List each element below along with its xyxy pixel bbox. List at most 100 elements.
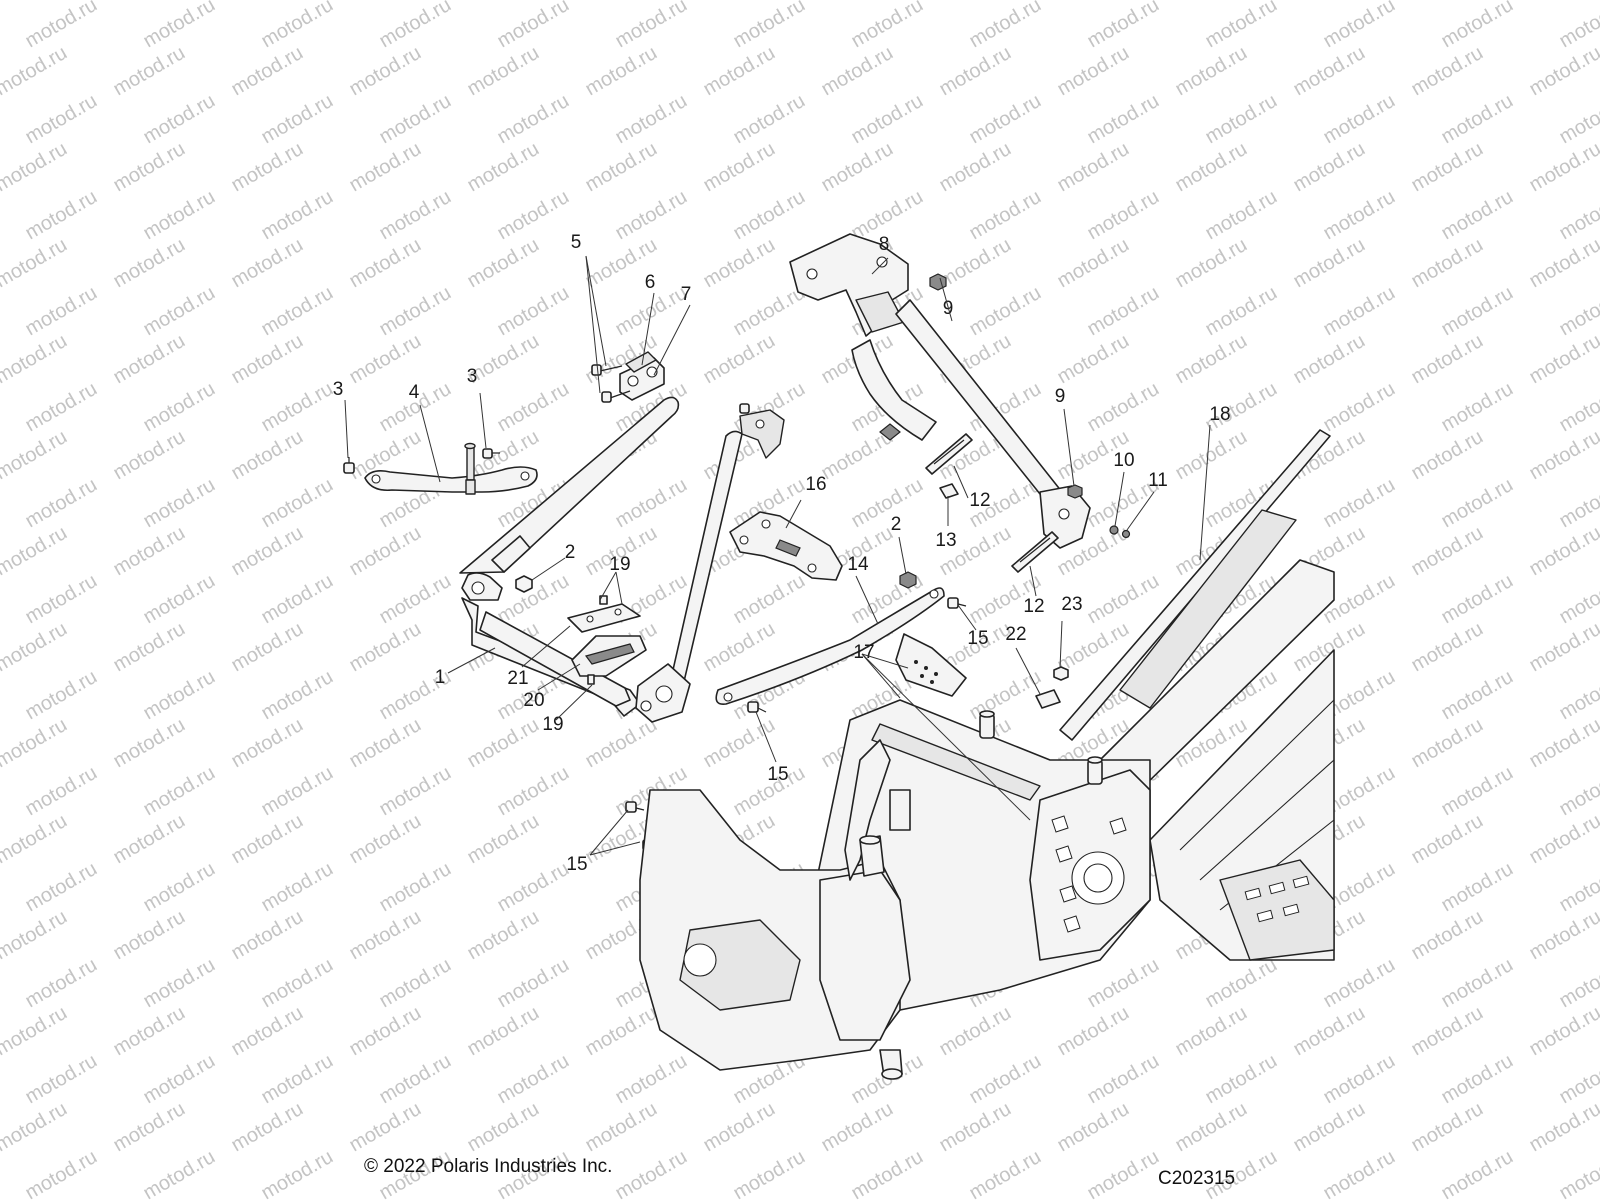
watermark-text: motod.ru	[258, 666, 337, 725]
watermark-text: motod.ru	[140, 954, 219, 1013]
part-19-20-21-plates	[567, 595, 647, 685]
watermark-text: motod.ru	[1320, 90, 1399, 149]
part-1-front-frame	[459, 396, 785, 723]
callout-c18: 18	[1209, 404, 1230, 425]
watermark-text: motod.ru	[258, 282, 337, 341]
part-23-nut	[1053, 666, 1069, 681]
watermark-text: motod.ru	[1526, 810, 1600, 869]
callout-c7: 7	[681, 284, 692, 305]
callout-c6: 6	[645, 272, 656, 293]
watermark-text: motod.ru	[1320, 474, 1399, 533]
watermark-text: motod.ru	[22, 762, 101, 821]
watermark-text: motod.ru	[494, 954, 573, 1013]
watermark-text: motod.ru	[1526, 906, 1600, 965]
watermark-text: motod.ru	[494, 90, 573, 149]
watermark-text: motod.ru	[848, 474, 927, 533]
callout-c15a: 15	[967, 628, 988, 649]
callout-c10: 10	[1113, 450, 1134, 471]
watermark-text: motod.ru	[494, 378, 573, 437]
part-8-column-bracket	[789, 233, 1091, 549]
watermark-text: motod.ru	[1320, 954, 1399, 1013]
callout-c22: 22	[1005, 624, 1026, 645]
watermark-text: motod.ru	[936, 0, 1015, 4]
watermark-text: motod.ru	[730, 570, 809, 629]
watermark-text: motod.ru	[140, 186, 219, 245]
callout-c5: 5	[571, 232, 582, 253]
watermark-text: motod.ru	[1438, 90, 1517, 149]
watermark-text: motod.ru	[1320, 1050, 1399, 1109]
watermark-text: motod.ru	[376, 186, 455, 245]
watermark-text: motod.ru	[1202, 90, 1281, 149]
watermark-text: motod.ru	[22, 186, 101, 245]
watermark-text: motod.ru	[1084, 186, 1163, 245]
callout-c15b: 15	[767, 764, 788, 785]
watermark-text: motod.ru	[346, 0, 425, 4]
callout-c16: 16	[805, 474, 826, 495]
part-2-nut-left	[515, 575, 533, 593]
watermark-text: motod.ru	[258, 570, 337, 629]
watermark-text: motod.ru	[494, 1050, 573, 1109]
watermark-text: motod.ru	[1438, 666, 1517, 725]
watermark-text: motod.ru	[1172, 0, 1251, 4]
part-2-nut-right	[899, 571, 917, 589]
watermark-text: motod.ru	[966, 90, 1045, 149]
watermark-text: motod.ru	[1202, 1050, 1281, 1109]
callout-c12b: 12	[1023, 596, 1044, 617]
part-4-brace	[364, 442, 538, 495]
part-9-nut-lower	[1067, 484, 1083, 499]
watermark-text: motod.ru	[376, 570, 455, 629]
watermark-text: motod.ru	[730, 1146, 809, 1200]
callout-c19b: 19	[542, 714, 563, 735]
main-chassis	[639, 699, 1151, 1080]
watermark-text: motod.ru	[1438, 1050, 1517, 1109]
watermark-text: motod.ru	[612, 1050, 691, 1109]
watermark-text: motod.ru	[1526, 714, 1600, 773]
callout-c4: 4	[409, 382, 420, 403]
watermark-text: motod.ru	[1438, 378, 1517, 437]
watermark-text: motod.ru	[1408, 0, 1487, 4]
watermark-text: motod.ru	[1438, 1146, 1517, 1200]
watermark-text: motod.ru	[1438, 282, 1517, 341]
watermark-text: motod.ru	[140, 282, 219, 341]
part-5-6-7-clamp	[591, 351, 665, 403]
watermark-text: motod.ru	[228, 0, 307, 4]
watermark-text: motod.ru	[140, 378, 219, 437]
watermark-text: motod.ru	[376, 762, 455, 821]
watermark-text: motod.ru	[1526, 0, 1600, 4]
watermark-text: motod.ru	[1084, 570, 1163, 629]
watermark-text: motod.ru	[140, 858, 219, 917]
watermark-text: motod.ru	[22, 570, 101, 629]
watermark-text: motod.ru	[22, 858, 101, 917]
watermark-text: motod.ru	[0, 0, 71, 4]
callout-c3b: 3	[467, 366, 478, 387]
watermark-text: motod.ru	[258, 858, 337, 917]
watermark-text: motod.ru	[494, 858, 573, 917]
callout-c1: 1	[435, 667, 446, 688]
watermark-text: motod.ru	[258, 1050, 337, 1109]
part-15-bolt-a	[947, 597, 967, 609]
watermark-text: motod.ru	[140, 1146, 219, 1200]
callout-layer: 1223345678991011121213141515151617181919…	[333, 232, 1231, 875]
watermark-text: motod.ru	[700, 0, 779, 4]
watermark-text: motod.ru	[494, 282, 573, 341]
watermark-text: motod.ru	[1202, 954, 1281, 1013]
watermark-text: motod.ru	[22, 90, 101, 149]
watermark-text: motod.ru	[22, 666, 101, 725]
callout-c21: 21	[507, 668, 528, 689]
watermark-text: motod.ru	[1084, 954, 1163, 1013]
watermark-text: motod.ru	[1526, 234, 1600, 293]
watermark-text: motod.ru	[1526, 330, 1600, 389]
callout-c3a: 3	[333, 379, 344, 400]
watermark-text: motod.ru	[258, 378, 337, 437]
watermark-text: motod.ru	[1320, 1146, 1399, 1200]
watermark-text: motod.ru	[376, 954, 455, 1013]
watermark-text: motod.ru	[1084, 1050, 1163, 1109]
watermark-text: motod.ru	[140, 474, 219, 533]
watermark-text: motod.ru	[1526, 42, 1600, 101]
watermark-text: motod.ru	[494, 762, 573, 821]
callout-c2a: 2	[565, 542, 576, 563]
watermark-text: motod.ru	[258, 954, 337, 1013]
watermark-text: motod.ru	[1438, 570, 1517, 629]
part-15-bolt-c	[625, 801, 645, 813]
callout-c17: 17	[853, 642, 874, 663]
